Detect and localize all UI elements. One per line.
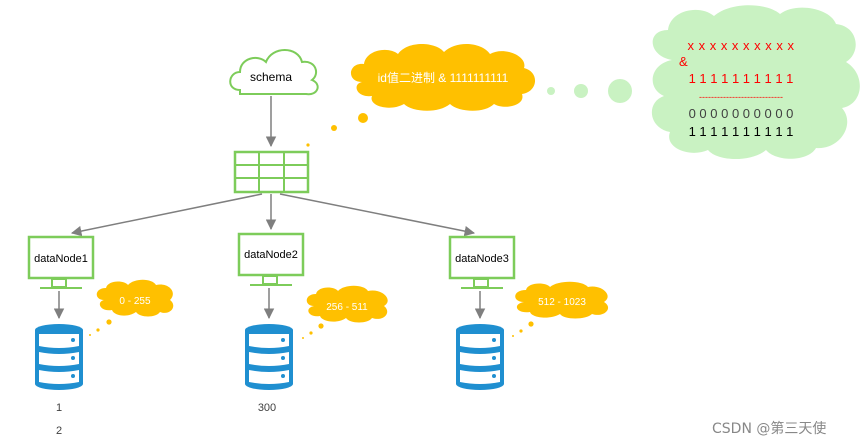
db1-label-a: 1 — [56, 402, 62, 414]
range-bubble-1-trail — [89, 319, 112, 336]
range-bubble-2: 256 - 511 — [306, 285, 388, 323]
arrow-table-to-node3 — [279, 193, 476, 237]
database-icon-3 — [456, 324, 504, 390]
range-bubble-1: 0 - 255 — [96, 279, 174, 317]
data-node-3: dataNode3 — [448, 235, 516, 289]
range-label-1: 0 - 255 — [119, 296, 151, 307]
schema-label: schema — [250, 70, 292, 84]
thought-line1: x x x x x x x x x x — [687, 38, 794, 53]
thought-cloud: x x x x x x x x x x & 1 1 1 1 1 1 1 1 1 … — [651, 5, 860, 159]
range-label-2: 256 - 511 — [326, 302, 368, 313]
thought-result2: 1 1 1 1 1 1 1 1 1 1 — [689, 124, 794, 139]
watermark: CSDN @第三天使 — [712, 421, 827, 437]
data-node-2-label: dataNode2 — [244, 249, 298, 261]
database-icon-1 — [35, 324, 83, 390]
data-node-1: dataNode1 — [27, 235, 95, 289]
db1-label-b: 2 — [56, 425, 62, 437]
db2-label: 300 — [258, 402, 276, 414]
thought-op: & — [679, 54, 688, 69]
thought-line2: 1 1 1 1 1 1 1 1 1 1 — [689, 71, 794, 86]
range-bubble-2-trail — [302, 323, 324, 339]
arrow-table-to-node1 — [70, 193, 263, 237]
data-node-1-label: dataNode1 — [34, 253, 88, 265]
thought-result1: 0 0 0 0 0 0 0 0 0 0 — [689, 106, 794, 121]
data-node-2: dataNode2 — [237, 232, 305, 286]
note-bubble-trail — [306, 113, 368, 147]
range-label-3: 512 - 1023 — [538, 297, 586, 308]
routing-table-icon — [233, 150, 310, 194]
schema-cloud: schema — [229, 49, 319, 96]
range-bubble-3: 512 - 1023 — [515, 281, 609, 319]
data-node-3-label: dataNode3 — [455, 253, 509, 265]
note-bubble: id值二进制 & 1111111111 — [350, 43, 536, 111]
note-bubble-text: id值二进制 & 1111111111 — [378, 70, 509, 85]
thought-cloud-trail — [547, 79, 632, 103]
thought-divider: ---------------------------- — [699, 92, 783, 102]
range-bubble-3-trail — [512, 321, 534, 337]
database-icon-2 — [245, 324, 293, 390]
